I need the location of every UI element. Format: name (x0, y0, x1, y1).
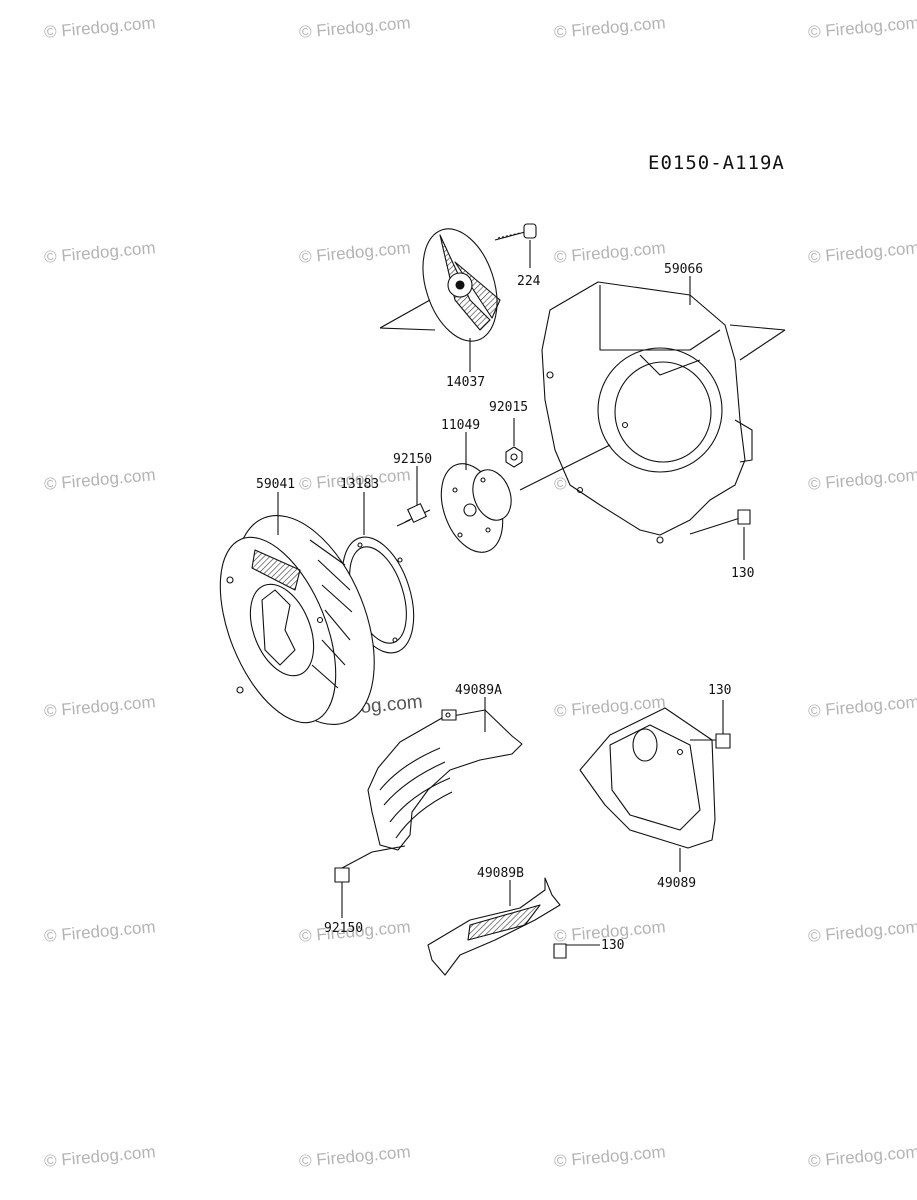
part-label-14037[interactable]: 14037 (446, 375, 486, 390)
flywheel-59041[interactable] (197, 496, 402, 745)
fan-housing-59066[interactable] (541, 281, 786, 544)
cover-49089[interactable] (579, 707, 718, 849)
part-label-13183[interactable]: 13183 (340, 477, 380, 492)
bolt-130-upper[interactable] (689, 509, 751, 535)
bolt-130-middle[interactable] (715, 733, 731, 749)
part-label-224[interactable]: 224 (517, 274, 541, 289)
fan-14037[interactable] (379, 219, 510, 350)
nut-92015[interactable] (505, 446, 523, 468)
guide-49089B[interactable] (427, 877, 561, 976)
bolt-224[interactable] (494, 223, 537, 241)
part-label-49089[interactable]: 49089 (657, 876, 697, 891)
part-label-130-middle[interactable]: 130 (708, 683, 732, 698)
bolt-130-lower[interactable] (553, 943, 600, 959)
part-label-11049[interactable]: 11049 (441, 418, 481, 433)
bolt-92150-upper[interactable] (396, 503, 431, 527)
diagram-code: E0150-A119A (648, 152, 785, 174)
part-label-59041[interactable]: 59041 (256, 477, 296, 492)
part-label-49089B[interactable]: 49089B (477, 866, 524, 881)
shroud-49089A[interactable] (367, 709, 523, 851)
part-label-130-lower[interactable]: 130 (601, 938, 625, 953)
part-label-92150-upper[interactable]: 92150 (393, 452, 433, 467)
bolt-92150-lower[interactable] (334, 845, 406, 883)
part-label-59066[interactable]: 59066 (664, 262, 704, 277)
part-label-49089A[interactable]: 49089A (455, 683, 502, 698)
flange-11049[interactable] (430, 444, 611, 561)
part-label-92015[interactable]: 92015 (489, 400, 529, 415)
part-label-92150-lower[interactable]: 92150 (324, 921, 364, 936)
part-label-130-upper[interactable]: 130 (731, 566, 755, 581)
